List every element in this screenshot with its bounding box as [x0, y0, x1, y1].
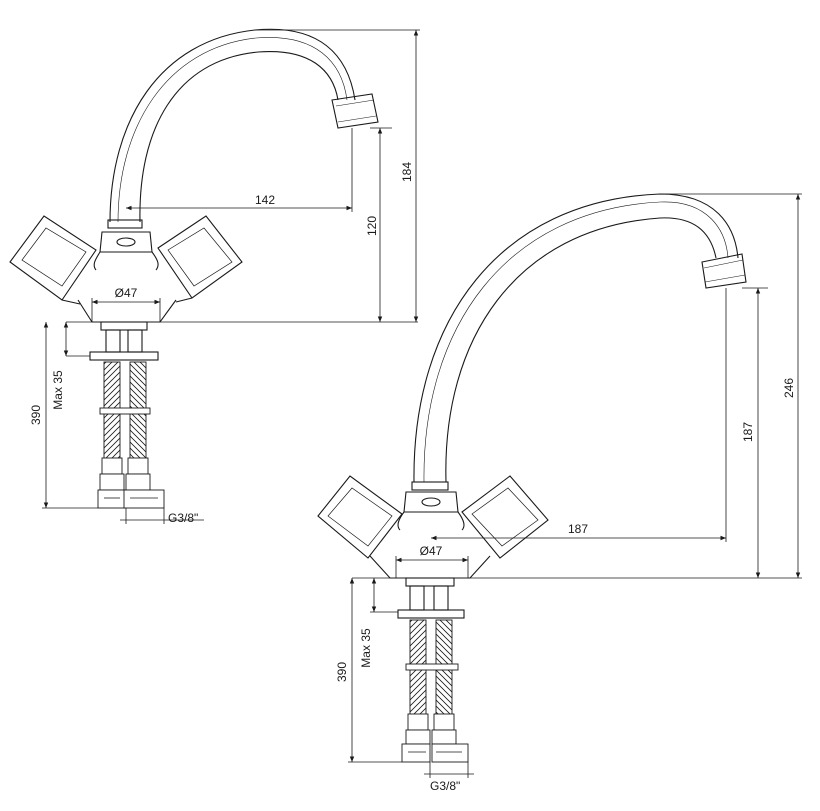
handle-right-small [157, 215, 243, 303]
spout-small [109, 28, 379, 223]
handle-left-large [317, 475, 403, 559]
dim-thread-large: G3/8" [430, 779, 460, 793]
dim-total-height-large: 246 [782, 378, 796, 398]
faucet-small: 142 120 184 Ø47 Max 35 390 G3/8" [9, 28, 420, 525]
dim-thread-small: G3/8" [168, 511, 198, 525]
dim-max-thickness-small: Max 35 [51, 370, 65, 410]
body-small [77, 219, 177, 323]
dimensions-large [348, 193, 802, 778]
dim-spout-height-large: 187 [741, 422, 755, 442]
dim-diameter-small: Ø47 [115, 286, 138, 300]
dim-spout-height-small: 120 [365, 216, 379, 236]
dim-total-height-small: 184 [400, 162, 414, 182]
dim-reach-large: 187 [568, 522, 588, 536]
hoses-large [401, 619, 469, 763]
dim-diameter-large: Ø47 [420, 544, 443, 558]
dimensions-small [42, 29, 420, 524]
dim-max-thickness-large: Max 35 [359, 628, 373, 668]
handle-left-small [9, 215, 97, 305]
hoses-small [97, 361, 165, 509]
dim-hose-length-large: 390 [335, 662, 349, 682]
handle-right-large [461, 475, 549, 559]
spout-large [413, 193, 747, 483]
mount-small [66, 321, 159, 361]
mount-large [370, 577, 465, 619]
dim-hose-length-small: 390 [29, 405, 43, 425]
faucet-large: 187 187 246 Ø47 Max 35 390 G3/8" [317, 193, 802, 793]
dim-reach-small: 142 [255, 193, 275, 207]
body-large [369, 481, 491, 579]
